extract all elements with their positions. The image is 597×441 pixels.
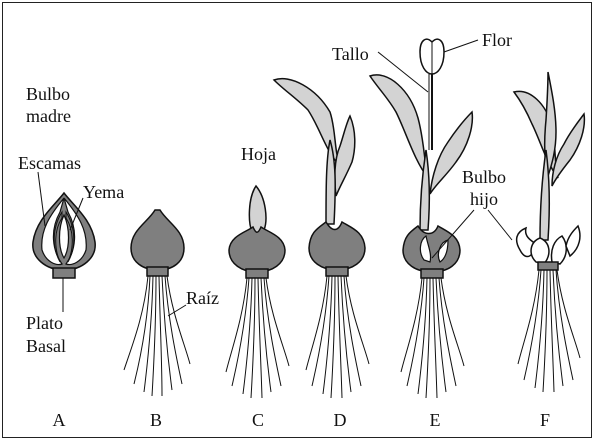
- stage-b-bulb: [124, 210, 190, 396]
- stage-label-c: C: [243, 410, 273, 431]
- label-flor: Flor: [482, 30, 512, 50]
- label-bulbo-madre-1: Bulbo: [26, 84, 70, 104]
- stage-e-plant: [370, 39, 512, 398]
- label-tallo: Tallo: [332, 44, 369, 64]
- stage-d-plant: [274, 79, 369, 398]
- label-raiz: Raíz: [186, 288, 219, 308]
- label-bulbo-hijo-2: hijo: [470, 189, 498, 209]
- stage-label-a: A: [44, 410, 74, 431]
- label-escamas: Escamas: [18, 153, 81, 173]
- stage-label-b: B: [141, 410, 171, 431]
- label-bulbo-hijo-1: Bulbo: [462, 167, 506, 187]
- label-plato-1: Plato: [26, 313, 63, 333]
- stage-f-plant: [514, 72, 584, 392]
- label-bulbo-madre-2: madre: [26, 106, 71, 126]
- stage-label-f: F: [530, 410, 560, 431]
- label-hoja: Hoja: [241, 144, 276, 164]
- stage-label-d: D: [325, 410, 355, 431]
- label-yema: Yema: [83, 182, 124, 202]
- stage-label-e: E: [420, 410, 450, 431]
- label-plato-2: Basal: [26, 336, 66, 356]
- stage-c-bulb: [226, 186, 289, 398]
